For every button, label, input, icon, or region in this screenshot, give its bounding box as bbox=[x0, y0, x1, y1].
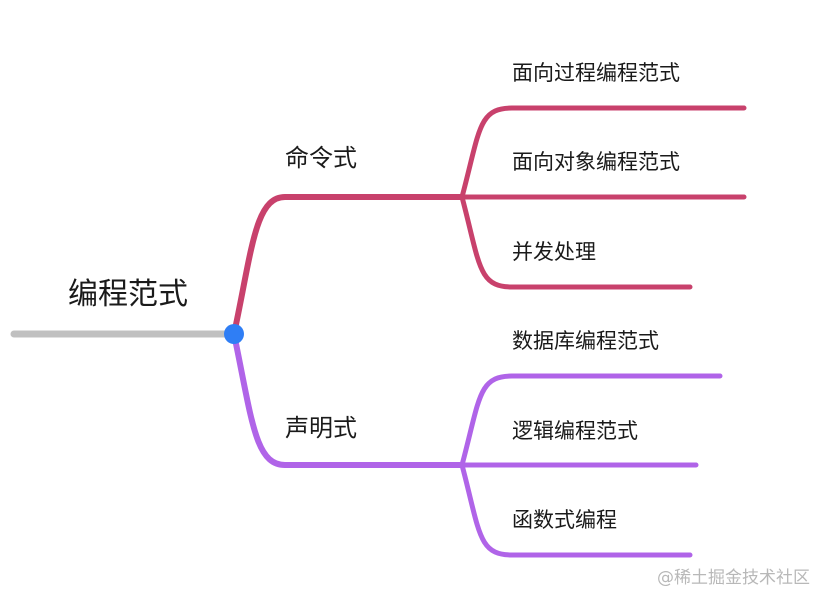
leaf-label-object-oriented: 面向对象编程范式 bbox=[512, 150, 680, 174]
leaf-connector-procedural bbox=[459, 105, 747, 200]
leaf-label-logic: 逻辑编程范式 bbox=[512, 419, 638, 443]
root-label: 编程范式 bbox=[68, 277, 188, 312]
leaf-label-database: 数据库编程范式 bbox=[512, 329, 659, 353]
root-junction-dot bbox=[224, 324, 244, 344]
leaf-label-concurrency: 并发处理 bbox=[512, 240, 596, 264]
leaf-label-procedural: 面向过程编程范式 bbox=[512, 61, 680, 85]
branch-connector-imperative bbox=[231, 194, 465, 337]
branch-connector-declarative bbox=[231, 331, 465, 468]
leaf-connector-concurrency bbox=[459, 194, 693, 290]
branch-label-imperative: 命令式 bbox=[285, 144, 357, 172]
leaf-connector-database bbox=[459, 373, 723, 468]
leaf-connector-functional bbox=[459, 462, 693, 558]
leaf-label-functional: 函数式编程 bbox=[512, 508, 617, 532]
watermark: @稀土掘金技术社区 bbox=[657, 568, 810, 588]
branch-label-declarative: 声明式 bbox=[285, 414, 357, 442]
